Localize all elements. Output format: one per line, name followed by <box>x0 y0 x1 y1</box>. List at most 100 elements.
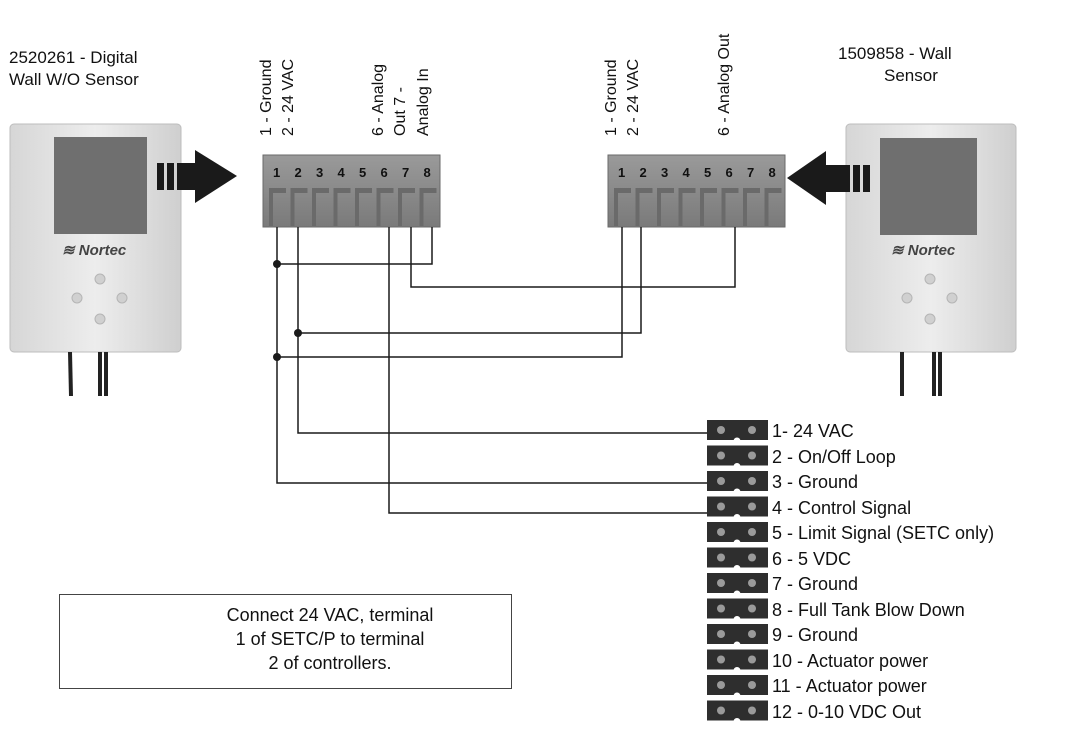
waves-icon: ≋ <box>62 242 75 259</box>
strip-screw <box>748 706 756 715</box>
strip-screw <box>748 477 756 485</box>
strip-terminal <box>707 700 768 721</box>
left-terminal-block <box>262 154 441 228</box>
right-slot <box>657 188 674 226</box>
wire-analog-left <box>388 227 707 514</box>
left-block-label-24vac: 2 - 24 VAC <box>280 58 297 136</box>
right-slot <box>721 188 739 226</box>
right-terminal-number: 3 <box>661 165 669 180</box>
right-terminal-number: 4 <box>682 165 690 180</box>
warning-line-3: 2 of controllers. <box>268 653 392 673</box>
strip-screw <box>717 579 725 587</box>
left-block-label-out7: Out 7 - <box>392 87 409 136</box>
strip-terminal-label: 11 - Actuator power <box>772 676 927 696</box>
strip-terminal-label: 1- 24 VAC <box>772 421 854 441</box>
strip-terminal <box>707 573 768 593</box>
wire-analog-link <box>410 227 736 288</box>
left-terminal-number: 2 <box>294 165 302 180</box>
strip-terminal <box>707 445 768 466</box>
left-terminal-number: 8 <box>423 165 431 180</box>
strip-screw <box>748 604 756 613</box>
wire-24vac-left <box>297 227 707 434</box>
strip-terminal <box>707 522 768 542</box>
strip-terminal-label: 6 - 5 VDC <box>772 548 852 569</box>
left-brand-text: Nortec <box>78 242 127 259</box>
left-wall-device <box>9 123 182 397</box>
right-block-label-24vac: 2 - 24 VAC <box>625 58 642 136</box>
strip-terminal-label: 4 - Control Signal <box>772 497 912 518</box>
strip-screw <box>717 502 725 511</box>
wires <box>276 227 736 514</box>
strip-divider <box>733 590 741 598</box>
strip-screw <box>748 502 756 511</box>
left-device-buttons <box>71 273 128 325</box>
strip-screw <box>748 553 756 562</box>
warning-box: Connect 24 VAC, terminal 1 of SETC/P to … <box>59 594 512 689</box>
strip-divider <box>733 718 741 725</box>
strip-terminal-label: 12 - 0-10 VDC Out <box>772 701 922 722</box>
left-device-screen <box>54 137 147 234</box>
strip-divider <box>733 488 741 496</box>
left-terminal-number: 7 <box>402 165 410 180</box>
strip-screw <box>717 681 725 689</box>
left-device-title-line1: 2520261 - Digital <box>9 48 138 67</box>
right-terminal-block <box>607 154 786 228</box>
right-device-brand-logo: ≋ Nortec <box>891 241 955 261</box>
left-block-label-ground: 1 - Ground <box>258 59 275 136</box>
left-slot <box>376 188 394 226</box>
strip-screw <box>717 553 725 562</box>
left-terminal-number: 1 <box>273 165 281 180</box>
right-terminal-number: 6 <box>725 165 733 180</box>
waves-icon: ≋ <box>891 242 904 259</box>
right-device-screen <box>880 138 977 235</box>
wire-24vac-right <box>298 227 642 334</box>
strip-screw <box>748 426 756 434</box>
right-terminal-number: 1 <box>618 165 626 180</box>
warning-line-2: 1 of SETC/P to terminal <box>235 629 425 649</box>
left-device-title-line2: Wall W/O Sensor <box>9 70 139 89</box>
wire-ground-right <box>277 227 623 358</box>
strip-terminal <box>707 598 768 619</box>
strip-screw <box>717 604 725 613</box>
strip-screw <box>717 528 725 536</box>
strip-screw <box>717 655 725 664</box>
strip-terminal <box>707 675 768 695</box>
left-slot <box>269 188 286 226</box>
wire-ground-left <box>276 227 707 484</box>
right-device-buttons <box>901 273 958 325</box>
strip-terminal-label: 9 - Ground <box>772 625 859 645</box>
strip-terminal-label: 3 - Ground <box>772 472 859 492</box>
strip-screw <box>748 528 756 536</box>
right-slot <box>743 188 760 226</box>
strip-divider <box>733 667 741 674</box>
strip-terminal <box>707 624 768 644</box>
left-slot <box>333 188 351 226</box>
strip-terminal <box>707 547 768 568</box>
strip-terminal-label: 8 - Full Tank Blow Down <box>772 599 965 620</box>
strip-screw <box>748 451 756 460</box>
warning-text: Connect 24 VAC, terminal 1 of SETC/P to … <box>160 603 500 675</box>
right-terminal-number: 7 <box>747 165 755 180</box>
left-slot <box>290 188 308 226</box>
left-slot <box>419 188 437 226</box>
strip-screw <box>748 655 756 664</box>
right-brand-text: Nortec <box>907 242 956 259</box>
right-block-label-ground: 1 - Ground <box>603 59 620 136</box>
right-slot <box>678 188 696 226</box>
strip-screw <box>748 579 756 587</box>
left-block-label-analog: 6 - Analog <box>370 63 387 136</box>
strip-screw <box>748 681 756 689</box>
right-terminal-number: 8 <box>768 165 776 180</box>
strip-divider <box>733 692 741 700</box>
right-arrow <box>787 151 870 205</box>
strip-terminal-label: 2 - On/Off Loop <box>772 446 896 467</box>
warning-line-1: Connect 24 VAC, terminal <box>226 605 434 625</box>
strip-screw <box>717 630 725 638</box>
right-device-title-line2: Sensor <box>884 66 938 85</box>
strip-terminal-label: 5 - Limit Signal (SETC only) <box>772 523 995 543</box>
left-device-cables <box>68 351 108 397</box>
left-arrow <box>157 150 237 203</box>
strip-terminal <box>707 420 768 440</box>
left-block-label-analog-in: Analog In <box>415 68 432 136</box>
